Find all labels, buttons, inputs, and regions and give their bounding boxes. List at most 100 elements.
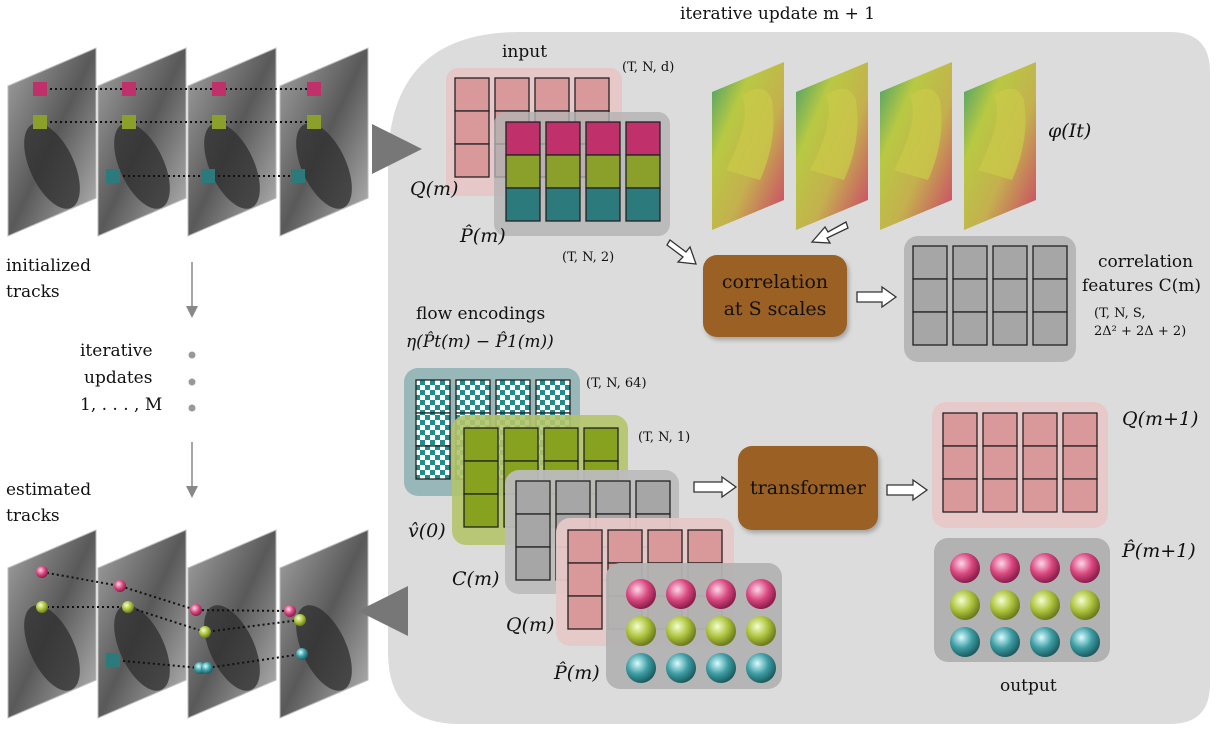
q-out-cell (1022, 412, 1058, 447)
cat-body (24, 123, 80, 209)
features-label: φ(It) (1048, 120, 1092, 142)
output-caption: output (1000, 676, 1057, 696)
q-stack-cell (567, 562, 603, 597)
track-point (199, 626, 211, 638)
q-out-label: Q(m+1) (1122, 408, 1199, 430)
initialized-label-1: initialized (6, 256, 91, 276)
corr-feature-cell (992, 245, 1028, 280)
p-cell (625, 154, 661, 189)
p-cell (545, 187, 581, 222)
iterative-label-3: 1, . . . , M (80, 395, 163, 415)
corr-feature-cell (952, 278, 988, 313)
track-point (284, 605, 296, 617)
corr-stack-cell (635, 480, 671, 515)
output-track-ball (1070, 590, 1100, 620)
estimated-label-2: tracks (6, 506, 60, 526)
corr-features-title-1: correlation (1098, 252, 1194, 272)
q-stack-label: Q(m) (506, 614, 555, 636)
corr-feature-cell (952, 245, 988, 280)
output-track-ball (950, 627, 980, 657)
vis-dims: (T, N, 1) (638, 430, 691, 445)
q-cell (534, 77, 570, 112)
p-cell (625, 187, 661, 222)
track-square (122, 115, 136, 129)
feature-map-blob (810, 88, 858, 180)
track-point-ball (626, 653, 656, 683)
transformer-label: transformer (750, 476, 866, 499)
p-cell (585, 187, 621, 222)
track-point (296, 648, 308, 660)
flow-cell (535, 379, 571, 414)
c-label: C(m) (452, 568, 500, 590)
flow-cell (415, 379, 451, 414)
vis-cell (543, 427, 579, 462)
track-point-ball (706, 616, 736, 646)
q-out-cell (982, 412, 1018, 447)
p-cell (545, 121, 581, 156)
p-cell (505, 121, 541, 156)
output-track-ball (1070, 553, 1100, 583)
track-point (114, 580, 126, 592)
q-out-cell (1022, 478, 1058, 513)
track-point-ball (626, 616, 656, 646)
corr-feature-cell (1032, 311, 1068, 346)
q-out-cell (942, 445, 978, 480)
track-square (212, 82, 226, 96)
flow-cell (455, 379, 491, 414)
corr-stack-cell (555, 480, 591, 515)
track-point-ball (746, 579, 776, 609)
corr-stack-cell (515, 513, 551, 548)
p-cell (585, 121, 621, 156)
q-out-cell (982, 445, 1018, 480)
input-title: input (502, 42, 548, 62)
corr-feature-cell (912, 278, 948, 313)
track-point-ball (746, 653, 776, 683)
corr-features-dims-1: (T, N, S, (1094, 306, 1146, 321)
initialized-frames (7, 47, 369, 237)
track-point (36, 566, 48, 578)
q-cell (494, 77, 530, 112)
q-out-cell (942, 412, 978, 447)
corr-feature-cell (1032, 245, 1068, 280)
track-square (201, 169, 215, 183)
q-cell (574, 77, 610, 112)
p-cell (545, 154, 581, 189)
p-cell (625, 121, 661, 156)
diagram-title: iterative update m + 1 (680, 4, 876, 24)
corr-stack-cell (515, 546, 551, 581)
estimated-frames (7, 529, 369, 719)
v-label: v̂(0) (408, 520, 446, 542)
vis-cell (463, 460, 499, 495)
track-point (36, 601, 48, 613)
output-track-ball (990, 590, 1020, 620)
feature-map-blob (894, 88, 942, 180)
output-track-ball (1030, 627, 1060, 657)
vis-cell (503, 427, 539, 462)
vis-cell (463, 427, 499, 462)
track-square (291, 169, 305, 183)
track-point-ball (666, 653, 696, 683)
output-track-ball (990, 627, 1020, 657)
p-out-label: P̂(m+1) (1122, 540, 1196, 562)
iterative-label-1: iterative (80, 341, 153, 361)
input-dims-q: (T, N, d) (622, 60, 675, 75)
q-stack-cell (687, 529, 723, 564)
p-cell (505, 187, 541, 222)
track-square (106, 169, 120, 183)
vis-cell (463, 493, 499, 528)
flow-title: flow encodings (416, 304, 546, 324)
track-point (201, 662, 213, 674)
output-track-ball (1030, 590, 1060, 620)
track-square (33, 82, 47, 96)
track-square (307, 115, 321, 129)
q-out-cell (1062, 445, 1098, 480)
cat-body (114, 123, 170, 209)
hollow-arrows (666, 221, 929, 502)
cat-body (114, 605, 170, 691)
track-point-ball (666, 616, 696, 646)
q-stack-cell (567, 595, 603, 630)
q-stack-cell (647, 529, 683, 564)
dot (188, 351, 196, 359)
track-point-ball (666, 579, 696, 609)
